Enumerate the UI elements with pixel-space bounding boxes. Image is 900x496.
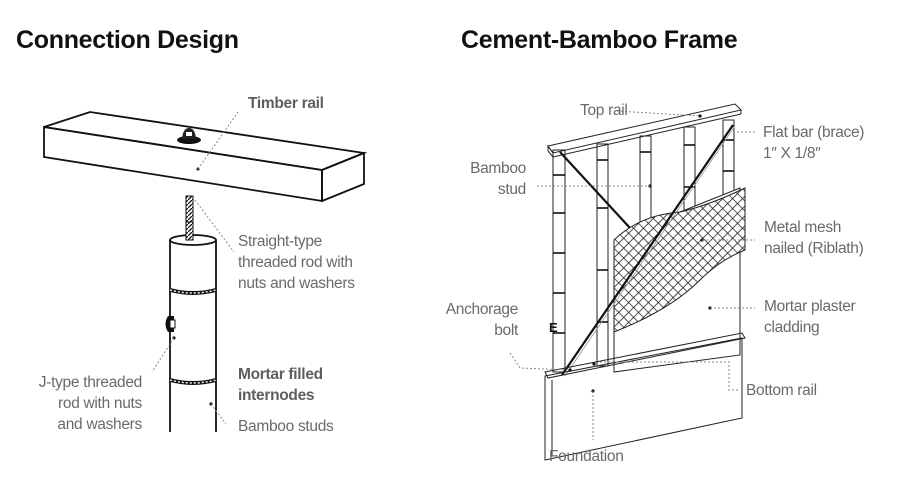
metal-mesh-label: Metal mesh nailed (Riblath) (764, 217, 864, 259)
straight-rod-label-line2: threaded rod with (238, 254, 353, 271)
anchorage-bolt-label-line2: bolt (494, 322, 518, 339)
flat-bar-label: Flat bar (brace) 1″ X 1/8″ (763, 122, 864, 164)
flat-bar-label-line1: Flat bar (brace) (763, 124, 865, 141)
j-rod-leader (151, 337, 175, 373)
j-rod-label-line3: and washers (57, 416, 142, 433)
top-rail-leader (616, 110, 701, 117)
bamboo-stud-label-line1: Bamboo (470, 160, 526, 177)
timber-rail-leader (197, 111, 239, 170)
j-rod-label-line1: J-type threaded (38, 374, 143, 391)
anchorage-bolt-label: Anchorage bolt (420, 299, 519, 341)
cement-bamboo-frame-title: Cement-Bamboo Frame (461, 26, 738, 54)
straight-rod-label-line1: Straight-type (238, 233, 322, 250)
bamboo-stud-label-line2: stud (497, 181, 526, 198)
straight-rod-leader (194, 199, 235, 253)
timber-rail-label: Timber rail (248, 95, 324, 112)
j-rod-label: J-type threaded rod with nuts and washer… (8, 372, 143, 435)
mortar-internodes-label: Mortar filled internodes (238, 364, 323, 406)
straight-rod-label-line3: nuts and washers (238, 275, 355, 292)
j-rod-label-line2: rod with nuts (58, 395, 142, 412)
mortar-plaster-label-line1: Mortar plaster (764, 298, 856, 315)
bamboo-stud-pole (165, 221, 217, 432)
cement-bamboo-frame-drawing: E (544, 103, 746, 461)
connection-design-title: Connection Design (16, 26, 239, 54)
bamboo-stud-label: Bamboo stud (440, 158, 526, 200)
anchorage-bolt-label-line1: Anchorage (445, 301, 519, 318)
flat-bar-label-line2: 1″ X 1/8″ (763, 145, 821, 162)
mortar-plaster-label-line2: cladding (764, 319, 820, 336)
stud-marker-e: E (549, 320, 558, 335)
bamboo-studs-label: Bamboo studs (238, 418, 334, 435)
bottom-rail-label: Bottom rail (746, 382, 817, 399)
mortar-internodes-line2: internodes (238, 387, 315, 404)
bottom-rail-leader (600, 361, 738, 391)
foundation-label: Foundation (549, 448, 624, 465)
mortar-plaster-label: Mortar plaster cladding (764, 296, 856, 338)
bamboo-studs-leader (210, 403, 227, 425)
top-rail-label: Top rail (580, 102, 628, 119)
timber-rail-beam (43, 111, 368, 203)
mortar-internodes-line1: Mortar filled (238, 366, 323, 383)
straight-rod-label: Straight-type threaded rod with nuts and… (238, 231, 355, 294)
metal-mesh-label-line2: nailed (Riblath) (764, 240, 864, 257)
metal-mesh-label-line1: Metal mesh (764, 219, 842, 236)
